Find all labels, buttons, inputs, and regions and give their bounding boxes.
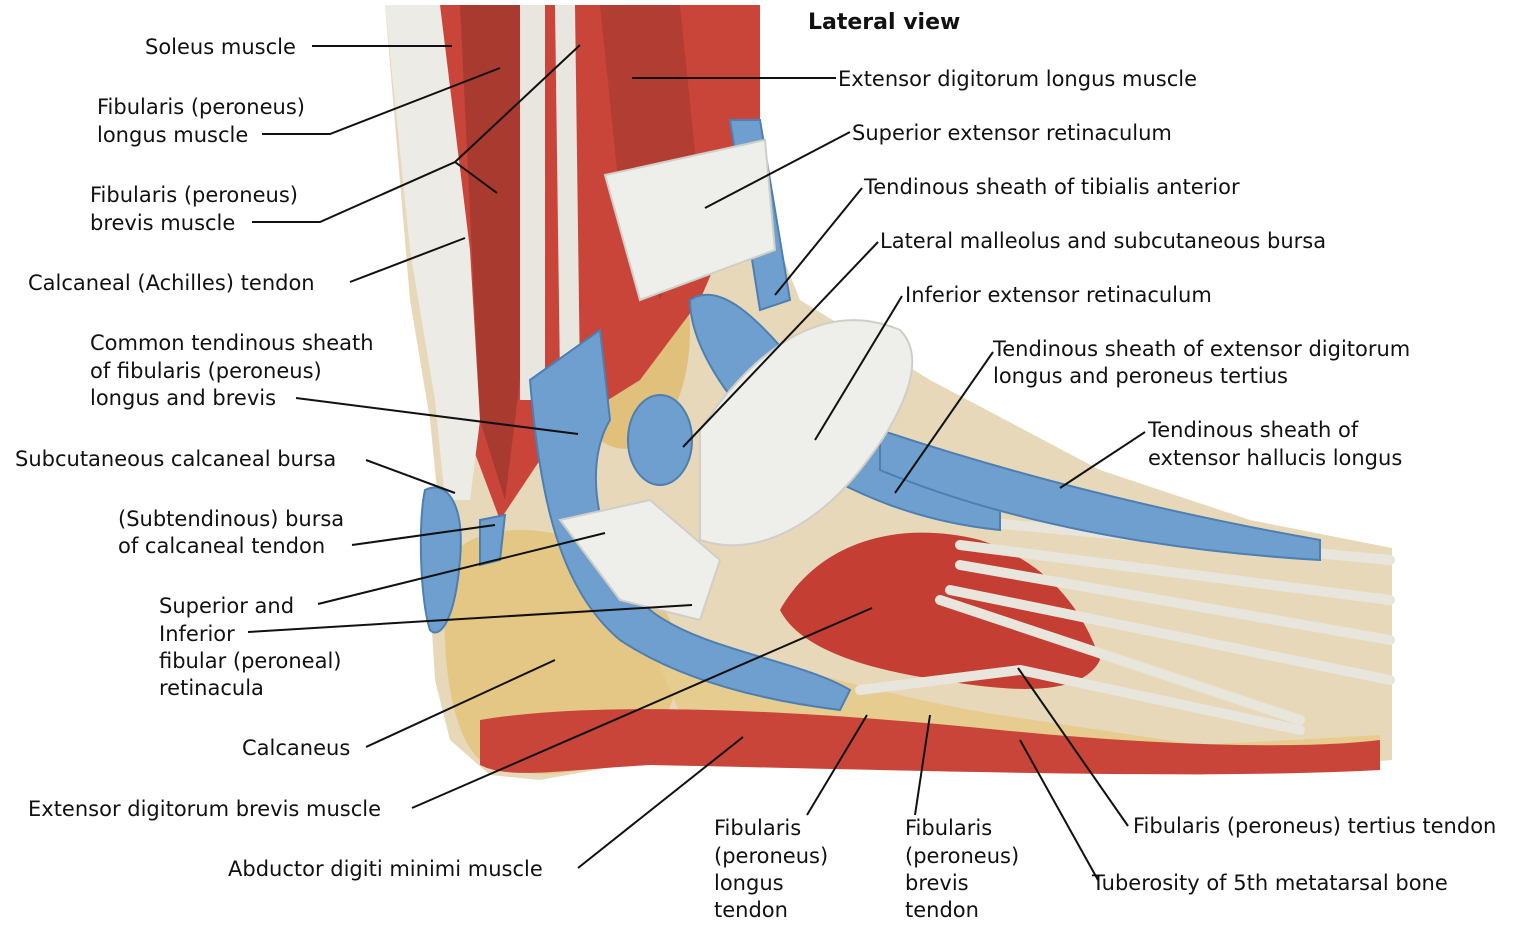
inferior-extensor-retinaculum-shape <box>699 319 914 547</box>
superior-extensor-retinaculum-shape <box>603 138 777 302</box>
ehl-sheath-shape <box>879 428 1321 562</box>
retinacula <box>558 138 914 622</box>
muscle-shade <box>460 5 530 500</box>
label-abductor-digiti-minimi-muscle: Abductor digiti minimi muscle <box>228 857 543 881</box>
label-soleus-muscle: Soleus muscle <box>145 35 296 59</box>
label-superior-extensor-retinaculum: Superior extensor retinaculum <box>852 121 1172 145</box>
label-extensor-digitorum-brevis-muscle: Extensor digitorum brevis muscle <box>28 797 381 821</box>
lateral-malleolus-bursa-shape <box>627 394 693 486</box>
label-lateral-malleolus-bursa: Lateral malleolus and subcutaneous bursa <box>880 229 1326 253</box>
label-fibular-retinacula: Superior and Inferior fibular (peroneal)… <box>159 594 348 700</box>
label-common-tendinous-sheath: Common tendinous sheath of fibularis (pe… <box>90 331 380 410</box>
tendon-strands <box>520 5 580 400</box>
fibular-retinacula-shape <box>558 498 722 622</box>
achilles-tendon-shape <box>385 5 480 500</box>
adm-muscle-shape <box>480 709 1380 775</box>
label-inferior-extensor-retinaculum: Inferior extensor retinaculum <box>905 283 1212 307</box>
label-fibularis-brevis-tendon: Fibularis (peroneus) brevis tendon <box>905 816 1026 922</box>
label-achilles-tendon: Calcaneal (Achilles) tendon <box>28 271 315 295</box>
label-edl-sheath: Tendinous sheath of extensor digitorum l… <box>992 337 1417 388</box>
subtendinous-bursa-shape <box>479 513 507 567</box>
label-fibularis-longus-muscle: Fibularis (peroneus) longus muscle <box>97 95 312 147</box>
leader-lines <box>247 44 1146 881</box>
foot-illustration <box>385 5 1395 780</box>
label-extensor-digitorum-longus-muscle: Extensor digitorum longus muscle <box>838 67 1197 91</box>
label-calcaneus: Calcaneus <box>242 736 350 760</box>
view-title: Lateral view <box>808 10 960 35</box>
label-subcutaneous-calcaneal-bursa: Subcutaneous calcaneal bursa <box>15 447 336 471</box>
label-fibularis-brevis-muscle: Fibularis (peroneus) brevis muscle <box>90 183 305 235</box>
label-tibialis-anterior-sheath: Tendinous sheath of tibialis anterior <box>863 175 1240 199</box>
label-ehl-sheath: Tendinous sheath of extensor hallucis lo… <box>1147 418 1402 470</box>
label-fibularis-longus-tendon: Fibularis (peroneus) longus tendon <box>714 816 835 922</box>
label-subtendinous-bursa: (Subtendinous) bursa of calcaneal tendon <box>118 507 351 558</box>
subcut-bursa-shape <box>419 486 462 634</box>
label-fibularis-tertius-tendon: Fibularis (peroneus) tertius tendon <box>1133 814 1496 838</box>
label-tuberosity-5th-metatarsal: Tuberosity of 5th metatarsal bone <box>1091 871 1448 895</box>
labels: Soleus muscle Fibularis (peroneus) longu… <box>15 35 1496 922</box>
